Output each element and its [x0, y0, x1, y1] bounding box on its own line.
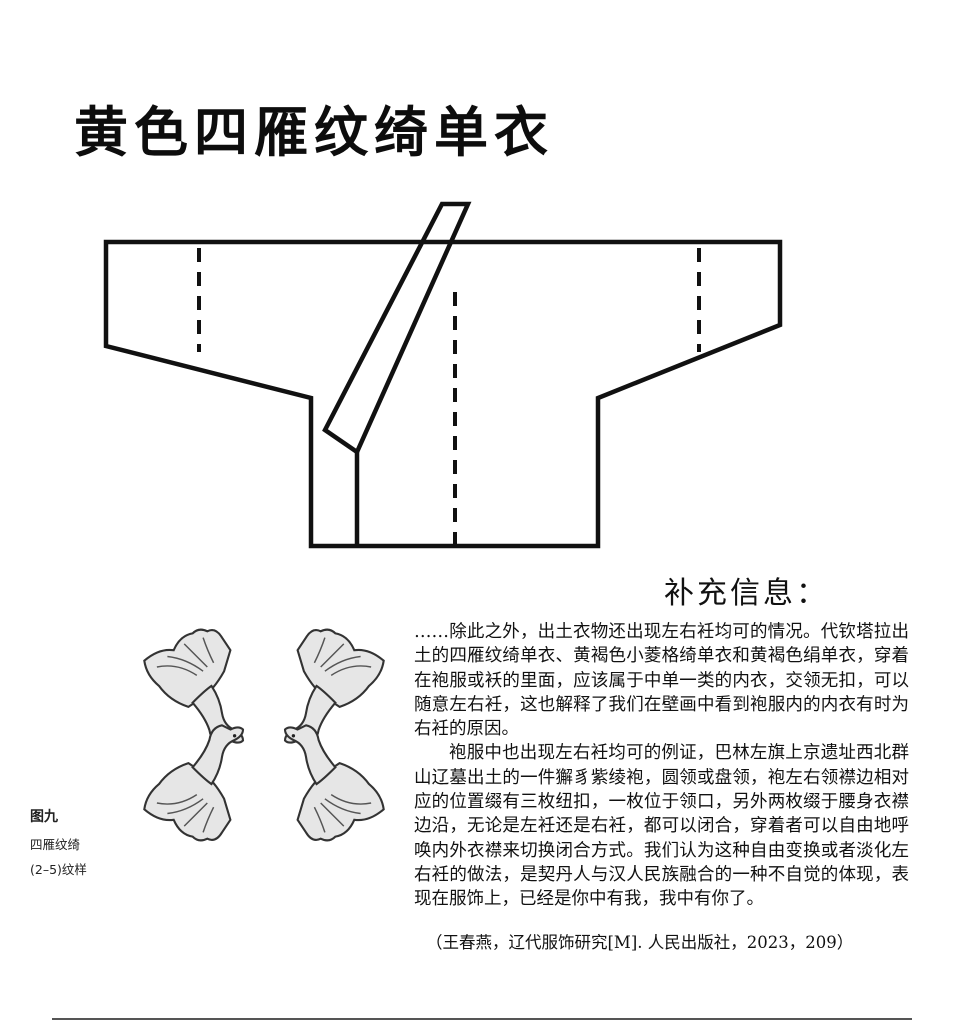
goose-pattern — [143, 628, 385, 842]
goose-bottom-left — [143, 724, 245, 842]
garment-diagram — [103, 201, 783, 549]
supplement-heading: 补充信息： — [664, 576, 829, 611]
supplement-body: ……除此之外，出土衣物还出现左右衽均可的情况。代钦塔拉出土的四雁纹绮单衣、黄褐色… — [414, 620, 909, 912]
figure-subtitle: (2–5)纹样 — [30, 862, 87, 877]
paragraph-2: 袍服中也出现左右衽均可的例证，巴林左旗上京遗址西北群山辽墓出土的一件獬豸紫绫袍，… — [414, 743, 909, 910]
page-title: 黄色四雁纹绮单衣 — [74, 100, 554, 164]
garment-outline — [103, 239, 783, 549]
citation: （王春燕，辽代服饰研究[M]. 人民出版社，2023，209） — [426, 933, 854, 952]
goose-bottom-right — [283, 724, 385, 842]
divider — [52, 1018, 912, 1020]
figure-number: 图九 — [30, 809, 58, 825]
collar-band — [322, 201, 472, 456]
figure-name: 四雁纹绮 — [30, 837, 81, 852]
paragraph-1: ……除此之外，出土衣物还出现左右衽均可的情况。代钦塔拉出土的四雁纹绮单衣、黄褐色… — [414, 622, 909, 740]
